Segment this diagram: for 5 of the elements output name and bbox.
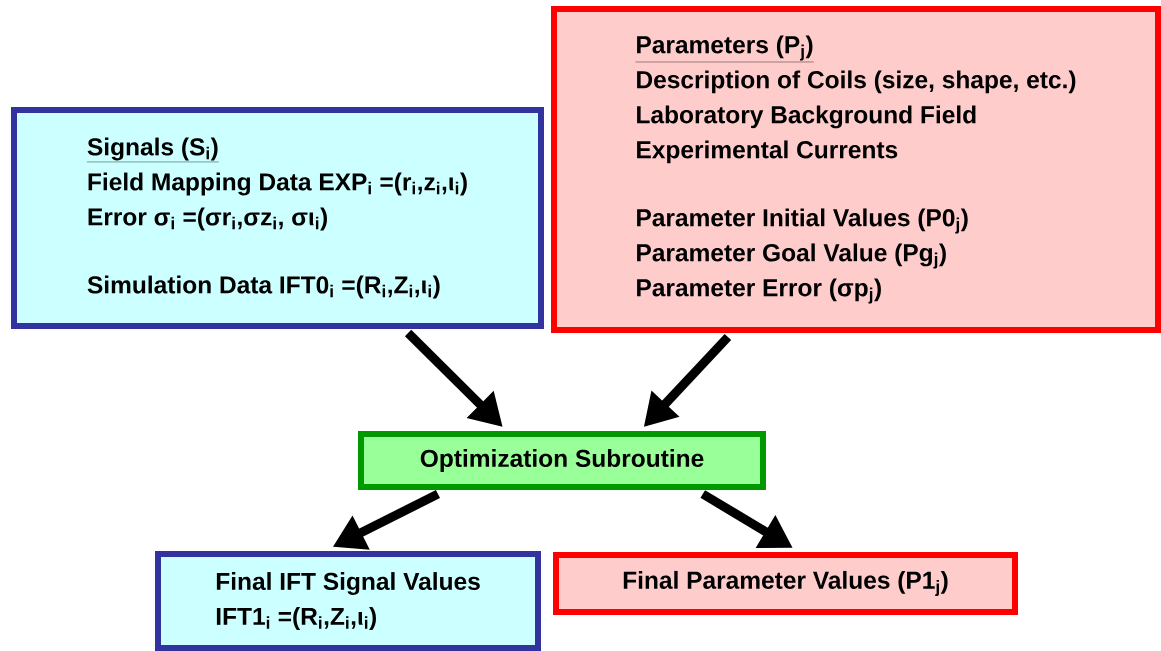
output-box: Final IFT Signal Values IFT1$_{i}$ =(R$_{i}$,Z$_{i}$,ι$_{i}$) xyxy=(155,551,541,651)
process-box: Optimization Subroutine xyxy=(358,431,766,490)
signals-box: Signals (S$_{i}$) Field Mapping Data EXP$_{i}$ =(r$_{i}$,z$_{i}$,ι$_{i}$) Error σ$_{i}$ =(σr$_{i}$,σz$_{i}$, σι$_{i}$) Simulation Data IFT0$_{i}$ =(R$_{i}$,Z$_{i}$,ι$_{i}$) xyxy=(11,107,544,329)
parameters-box: Parameters (P$_{j}$) Description of Coils (size, shape, etc.) Laboratory Background Field Experimental Currents Parameter Initial Values (P0$_{j}$) Parameter Goal Value (Pg$_{j}$) Parameter Error (σp$_{j}$) xyxy=(551,6,1161,333)
output-box: Final Parameter Values (P1$_{j}$) xyxy=(553,552,1018,615)
